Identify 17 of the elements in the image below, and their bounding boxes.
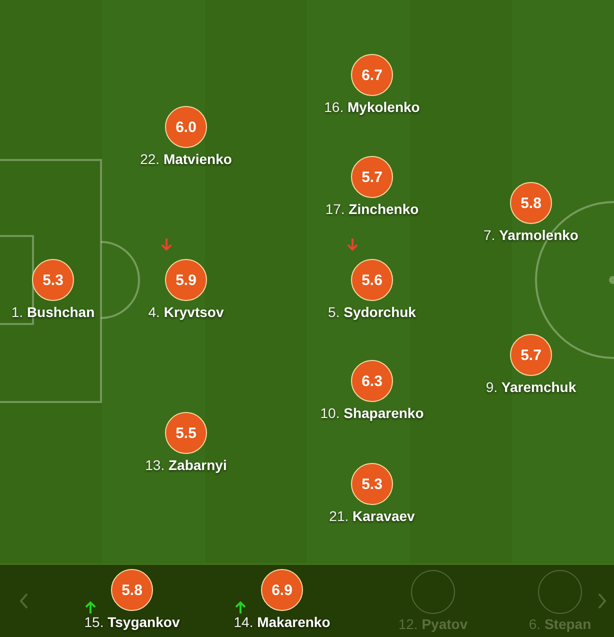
- player-name: 5. Sydorchuk: [328, 304, 416, 321]
- player-name: 4. Kryvtsov: [148, 304, 224, 321]
- player-name: 9. Yaremchuk: [486, 379, 576, 396]
- player-name: 14. Makarenko: [234, 614, 330, 631]
- player-name: 10. Shaparenko: [320, 405, 424, 422]
- player-name: 13. Zabarnyi: [145, 457, 227, 474]
- empty-player-circle: [538, 570, 582, 614]
- player-name: 12. Pyatov: [398, 616, 468, 633]
- player-name: 1. Bushchan: [11, 304, 95, 321]
- player-name: 21. Karavaev: [329, 508, 415, 525]
- player-name: 16. Mykolenko: [324, 99, 420, 116]
- player-name: 17. Zinchenko: [325, 201, 419, 218]
- player-name: 6. Stepan: [528, 616, 592, 633]
- player-name: 22. Matvienko: [140, 151, 232, 168]
- empty-player-circle: [411, 570, 455, 614]
- player-name: 7. Yarmolenko: [484, 227, 578, 244]
- player-name: 15. Tsygankov: [84, 614, 180, 631]
